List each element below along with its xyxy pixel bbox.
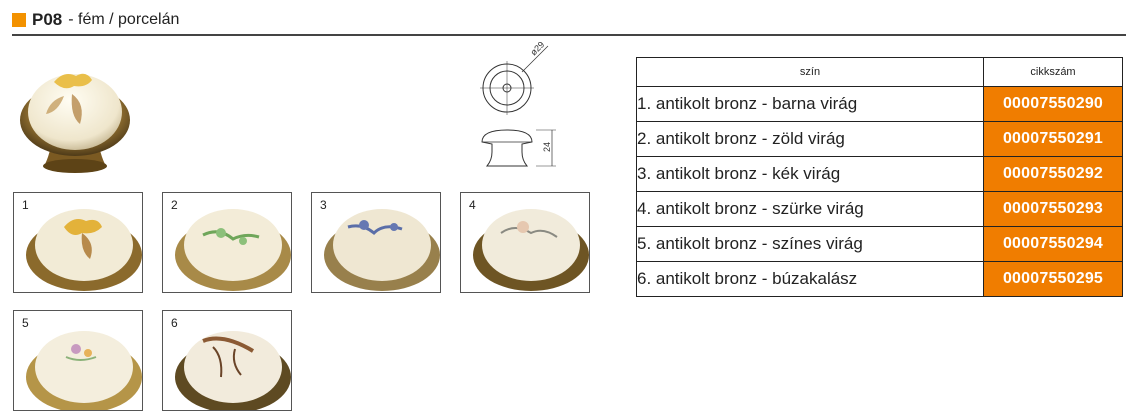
thumbnail-number: 2 [171, 198, 178, 212]
orange-square-icon [12, 13, 26, 27]
product-description: - fém / porcelán [68, 11, 180, 28]
row-code: 00007550294 [983, 226, 1123, 262]
thumbnail-number: 1 [22, 198, 29, 212]
thumbnail-3[interactable]: 3 [311, 192, 441, 293]
header-divider [12, 34, 1126, 36]
row-name: 4. antikolt bronz - szürke virág [636, 191, 984, 227]
thumbnail-1[interactable]: 1 [13, 192, 143, 293]
product-code: P08 [32, 10, 63, 29]
knob-brown-flower-image [26, 209, 142, 291]
column-header-color: szín [636, 57, 984, 87]
knob-main-image [20, 73, 130, 173]
row-name: 6. antikolt bronz - búzakalász [636, 261, 984, 297]
product-table: szín cikkszám 1. antikolt bronz - barna … [636, 57, 1123, 297]
side-view-drawing: 24 [481, 129, 556, 167]
table-header-row: szín cikkszám [636, 57, 1123, 87]
row-code: 00007550292 [983, 156, 1123, 192]
thumbnail-2[interactable]: 2 [162, 192, 292, 293]
row-name: 3. antikolt bronz - kék virág [636, 156, 984, 192]
row-name: 1. antikolt bronz - barna virág [636, 86, 984, 122]
row-code: 00007550295 [983, 261, 1123, 297]
thumbnail-number: 4 [469, 198, 476, 212]
table-row: 5. antikolt bronz - színes virág 0000755… [636, 226, 1123, 262]
table-row: 6. antikolt bronz - búzakalász 000075502… [636, 261, 1123, 297]
diameter-label: ø29 [528, 42, 546, 57]
thumbnail-4[interactable]: 4 [460, 192, 590, 293]
row-code: 00007550291 [983, 121, 1123, 157]
table-row: 3. antikolt bronz - kék virág 0000755029… [636, 156, 1123, 192]
section-header: P08 - fém / porcelán [12, 8, 179, 32]
knob-green-flower-image [175, 209, 291, 291]
thumbnail-number: 5 [22, 316, 29, 330]
thumbnail-5[interactable]: 5 [13, 310, 143, 411]
table-row: 1. antikolt bronz - barna virág 00007550… [636, 86, 1123, 122]
knob-wheat-image [175, 331, 291, 410]
thumbnail-number: 3 [320, 198, 327, 212]
height-label: 24 [542, 142, 552, 152]
knob-multicolor-flower-image [26, 331, 142, 410]
table-row: 4. antikolt bronz - szürke virág 0000755… [636, 191, 1123, 227]
row-name: 5. antikolt bronz - színes virág [636, 226, 984, 262]
table-row: 2. antikolt bronz - zöld virág 000075502… [636, 121, 1123, 157]
thumbnail-number: 6 [171, 316, 178, 330]
row-name: 2. antikolt bronz - zöld virág [636, 121, 984, 157]
column-header-code: cikkszám [983, 57, 1123, 87]
top-view-drawing: ø29 [480, 42, 549, 115]
knob-grey-flower-image [473, 209, 589, 291]
thumbnail-6[interactable]: 6 [162, 310, 292, 411]
knob-blue-flower-image [324, 209, 440, 291]
row-code: 00007550290 [983, 86, 1123, 122]
row-code: 00007550293 [983, 191, 1123, 227]
